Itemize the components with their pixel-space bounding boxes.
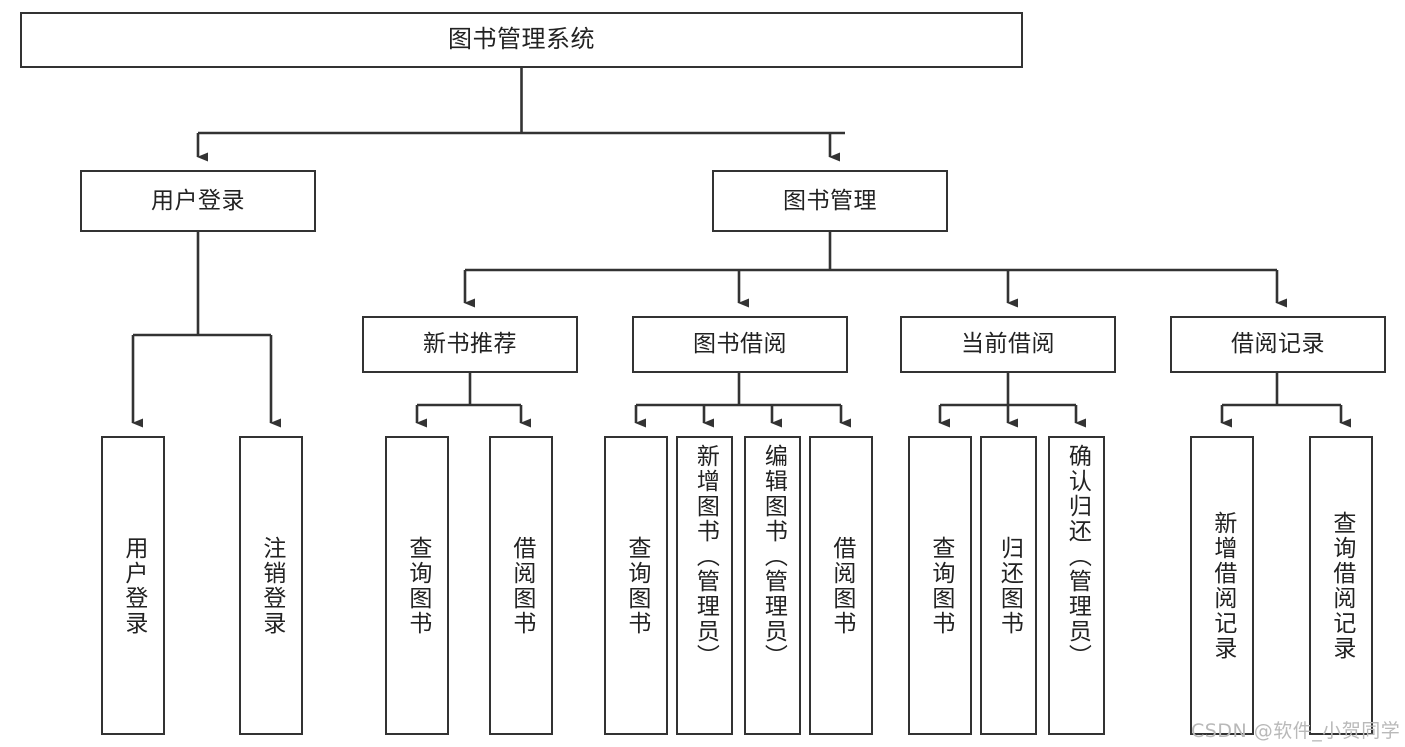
- node-leaf-add-book-label: 新增图书（管理员）: [692, 444, 719, 669]
- node-book-manage[interactable]: 图书管理: [712, 170, 948, 232]
- node-borrow-record-label: 借阅记录: [1231, 331, 1325, 358]
- node-leaf-edit-book-label: 编辑图书（管理员）: [760, 444, 787, 669]
- node-current-borrow[interactable]: 当前借阅: [900, 316, 1116, 373]
- node-leaf-query-record[interactable]: 查询借阅记录: [1309, 436, 1373, 735]
- node-root[interactable]: 图书管理系统: [20, 12, 1023, 68]
- node-leaf-borrow-book-1[interactable]: 借阅图书: [489, 436, 553, 735]
- node-leaf-query-book-1[interactable]: 查询图书: [385, 436, 449, 735]
- node-leaf-query-record-label: 查询借阅记录: [1328, 510, 1355, 661]
- node-leaf-borrow-book-2-label: 借阅图书: [828, 535, 855, 636]
- node-leaf-return-book-label: 归还图书: [996, 535, 1023, 636]
- node-new-book-rec-label: 新书推荐: [423, 331, 517, 358]
- node-leaf-add-book[interactable]: 新增图书（管理员）: [676, 436, 733, 735]
- node-leaf-logout-label: 注销登录: [258, 535, 285, 636]
- node-leaf-query-book-3[interactable]: 查询图书: [908, 436, 972, 735]
- node-leaf-add-record-label: 新增借阅记录: [1209, 510, 1236, 661]
- node-book-manage-label: 图书管理: [783, 187, 877, 214]
- node-leaf-user-login-label: 用户登录: [120, 535, 147, 636]
- node-new-book-rec[interactable]: 新书推荐: [362, 316, 578, 373]
- node-leaf-query-book-2-label: 查询图书: [623, 535, 650, 636]
- node-leaf-query-book-2[interactable]: 查询图书: [604, 436, 668, 735]
- node-leaf-borrow-book-2[interactable]: 借阅图书: [809, 436, 873, 735]
- node-leaf-logout[interactable]: 注销登录: [239, 436, 303, 735]
- node-leaf-add-record[interactable]: 新增借阅记录: [1190, 436, 1254, 735]
- node-root-label: 图书管理系统: [448, 25, 595, 54]
- node-user-login[interactable]: 用户登录: [80, 170, 316, 232]
- node-leaf-edit-book[interactable]: 编辑图书（管理员）: [744, 436, 801, 735]
- node-borrow-record[interactable]: 借阅记录: [1170, 316, 1386, 373]
- node-leaf-query-book-3-label: 查询图书: [927, 535, 954, 636]
- node-leaf-query-book-1-label: 查询图书: [404, 535, 431, 636]
- node-leaf-confirm-return[interactable]: 确认归还（管理员）: [1048, 436, 1105, 735]
- node-current-borrow-label: 当前借阅: [961, 331, 1055, 358]
- node-book-borrow-label: 图书借阅: [693, 331, 787, 358]
- node-leaf-confirm-return-label: 确认归还（管理员）: [1064, 444, 1091, 669]
- node-leaf-user-login[interactable]: 用户登录: [101, 436, 165, 735]
- node-book-borrow[interactable]: 图书借阅: [632, 316, 848, 373]
- node-leaf-borrow-book-1-label: 借阅图书: [508, 535, 535, 636]
- node-leaf-return-book[interactable]: 归还图书: [980, 436, 1037, 735]
- node-user-login-label: 用户登录: [151, 187, 245, 214]
- csdn-watermark: CSDN @软件_小贺同学: [1191, 720, 1401, 742]
